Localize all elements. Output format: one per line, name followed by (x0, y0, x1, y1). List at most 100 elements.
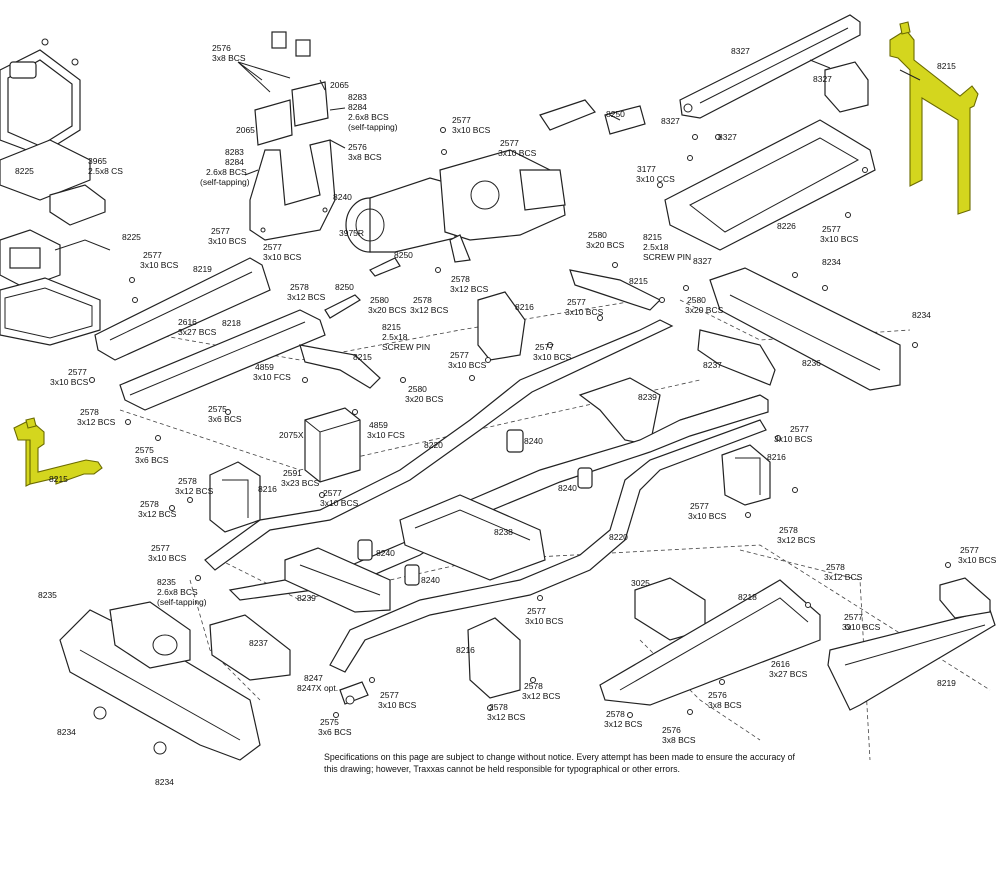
part-label: 3x12 BCS (450, 284, 489, 294)
part-label: 3x20 BCS (368, 305, 407, 315)
part-label: 2577 (211, 226, 230, 236)
part-label: 8234 (57, 727, 76, 737)
part-label: 8283 (348, 92, 367, 102)
part-label: 8218 (222, 318, 241, 328)
part-label: 8225 (15, 166, 34, 176)
part-label: 3x10 BCS (688, 511, 727, 521)
part-label: 3x12 BCS (522, 691, 561, 701)
part-label: 2575 (320, 717, 339, 727)
part-label: 3x8 BCS (212, 53, 246, 63)
part-label: 3x12 BCS (287, 292, 326, 302)
front-bumper-right (697, 267, 901, 391)
part-label: 3x10 BCS (452, 125, 491, 135)
part-label: 2577 (790, 424, 809, 434)
part-label: 8234 (912, 310, 931, 320)
part-label: 2616 (178, 317, 197, 327)
part-label: 8220 (609, 532, 628, 542)
screws (89, 127, 951, 718)
part-label: 2578 (80, 407, 99, 417)
part-label: 8283 (225, 147, 244, 157)
part-label: 8238 (494, 527, 513, 537)
part-label: 8327 (661, 116, 680, 126)
part-label: 2.6x8 BCS (157, 587, 198, 597)
part-label: 3x27 BCS (769, 669, 808, 679)
part-label: 8219 (193, 264, 212, 274)
part-label: 2580 (588, 230, 607, 240)
part-label: 3x12 BCS (138, 509, 177, 519)
part-label: 2577 (143, 250, 162, 260)
part-label: 8216 (258, 484, 277, 494)
part-label: 8250 (394, 250, 413, 260)
part-label: 3x20 BCS (405, 394, 444, 404)
part-label: 8215 (937, 61, 956, 71)
part-label: 2577 (380, 690, 399, 700)
part-label: 2.5x8 CS (88, 166, 123, 176)
part-label: 3x20 BCS (586, 240, 625, 250)
part-label: 2075X (279, 430, 304, 440)
part-label: 8226 (777, 221, 796, 231)
part-label: 3x10 BCS (498, 148, 537, 158)
steering-servo-mount (249, 31, 336, 241)
part-label: (self-tapping) (157, 597, 207, 607)
receiver-box-assembly (0, 38, 111, 346)
suspension-links (299, 257, 662, 446)
part-label: 8239 (638, 392, 657, 402)
part-label: 8234 (822, 257, 841, 267)
part-label: 8327 (813, 74, 832, 84)
part-label: 2577 (151, 543, 170, 553)
part-label: 3x10 BCS (140, 260, 179, 270)
shock-hoop (679, 14, 861, 119)
part-label: 3x23 BCS (281, 478, 320, 488)
part-label: 3x12 BCS (77, 417, 116, 427)
part-label: 8218 (738, 592, 757, 602)
part-label: 8219 (937, 678, 956, 688)
part-label: 3x12 BCS (175, 486, 214, 496)
part-label: 3x8 BCS (708, 700, 742, 710)
shock-tower-right (721, 444, 771, 506)
part-label: 8220 (424, 440, 443, 450)
part-label: 8225 (122, 232, 141, 242)
part-label: 2.6x8 BCS (348, 112, 389, 122)
part-label: 3x12 BCS (824, 572, 863, 582)
part-label: 2578 (606, 709, 625, 719)
part-label: 8216 (515, 302, 534, 312)
part-label: 3x10 BCS (525, 616, 564, 626)
part-label: (self-tapping) (200, 177, 250, 187)
part-label: 8240 (333, 192, 352, 202)
part-label: 8237 (249, 638, 268, 648)
leader-lines (237, 59, 921, 176)
body-mount-highlight-right (889, 21, 979, 215)
part-label: 3x10 FCS (253, 372, 291, 382)
part-label: 8250 (335, 282, 354, 292)
part-label: 4859 (369, 420, 388, 430)
part-label: 3x10 BCS (774, 434, 813, 444)
part-labels: 8225 3965 2.5x8 CS 8225 2576 3x8 BCS 206… (15, 43, 997, 787)
part-label: 2.6x8 BCS (206, 167, 247, 177)
part-label: 2575 (208, 404, 227, 414)
part-label: 2577 (452, 115, 471, 125)
part-label: 3x10 BCS (50, 377, 89, 387)
part-label: 8235 (157, 577, 176, 587)
part-label: 8237 (703, 360, 722, 370)
part-label: 3965 (88, 156, 107, 166)
part-label: 8215 (643, 232, 662, 242)
part-label: 3x12 BCS (604, 719, 643, 729)
part-label: 8240 (376, 548, 395, 558)
part-label: 2575 (135, 445, 154, 455)
part-label: 3x10 BCS (148, 553, 187, 563)
part-label: 3x10 BCS (842, 622, 881, 632)
part-label: 2577 (527, 606, 546, 616)
part-label: 2577 (68, 367, 87, 377)
part-label: 3177 (637, 164, 656, 174)
part-label: 8215 (353, 352, 372, 362)
part-label: 3x12 BCS (410, 305, 449, 315)
part-label: 8240 (421, 575, 440, 585)
part-label: 2577 (567, 297, 586, 307)
part-label: 2065 (330, 80, 349, 90)
part-label: 3x10 BCS (820, 234, 859, 244)
front-bumper-left (59, 601, 291, 761)
part-label: 8240 (558, 483, 577, 493)
part-label: 8247 (304, 673, 323, 683)
shock-tower-left (209, 291, 526, 699)
